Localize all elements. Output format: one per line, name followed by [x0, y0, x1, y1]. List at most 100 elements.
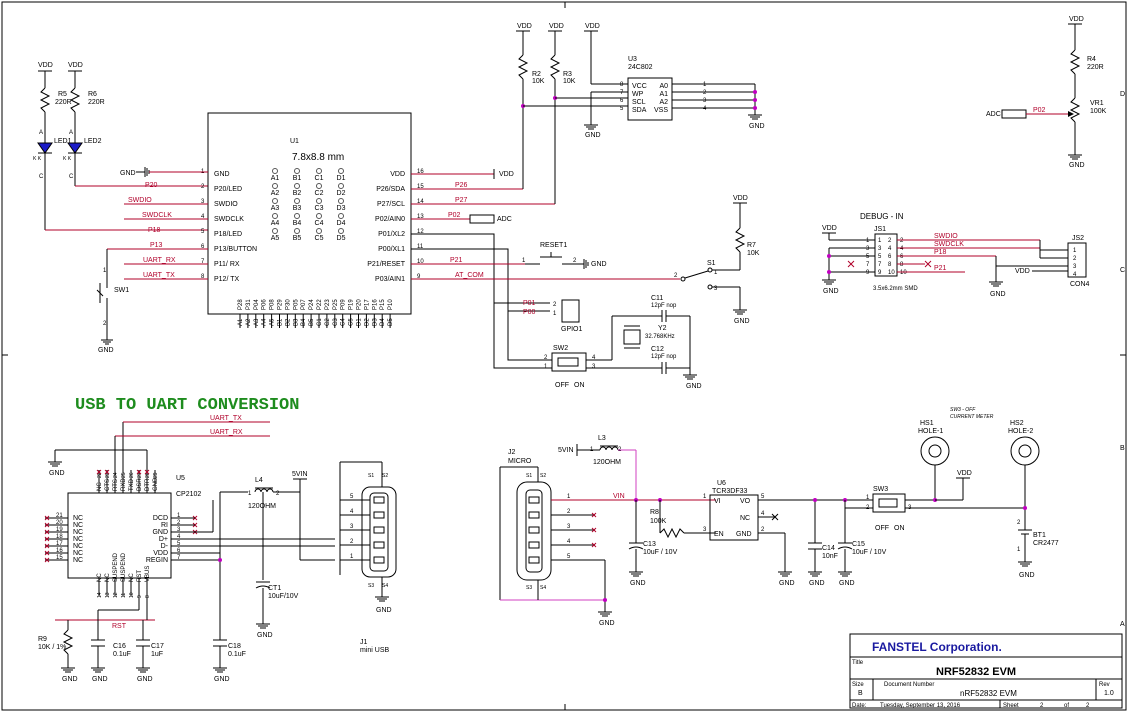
hs2-ref: HS2: [1010, 420, 1024, 427]
u1-bottom-name-P16: P16: [372, 299, 378, 310]
u1-pin-6-name: P13/BUTTON: [214, 246, 257, 253]
s1-p2: 2: [674, 273, 678, 279]
js1-inner-1: 1: [878, 238, 882, 244]
u1-pin-3-num: 3: [201, 199, 205, 205]
c18-gnd: GND: [214, 676, 230, 683]
u1-bottom-pin-A1: A1: [238, 318, 244, 326]
s1-p1: 1: [714, 270, 718, 276]
l4-p2: 2: [276, 491, 280, 497]
net-p01: P01: [523, 300, 536, 307]
u1-ball-B1: B1: [293, 175, 302, 182]
js2-con4: CON4: [1070, 281, 1090, 288]
u5-pin-10-num: 10: [129, 592, 135, 598]
r8-ref: R8: [650, 509, 659, 516]
c17-ref: C17: [151, 643, 164, 650]
js1-net-p18: P18: [934, 249, 947, 256]
u1-bottom-pin-A3: A3: [254, 318, 260, 326]
sheet-label: Sheet: [1003, 703, 1019, 709]
u1-pin-1-name: GND: [214, 171, 230, 178]
u1-bottom-name-P08: P08: [270, 299, 276, 310]
led2-diode-icon: [67, 142, 83, 154]
r5-ref: R5: [58, 91, 67, 98]
js1-pin-3: 3: [866, 246, 870, 252]
u1-pin-5-num: 5: [201, 229, 205, 235]
u3-pinnum-4: 4: [703, 106, 707, 112]
u1-vdd-label: VDD: [499, 171, 514, 178]
l4-ct1: L4 1 2 120OHM 5VIN CT1 10uF/10V GND: [248, 471, 335, 639]
js2-gnd: GND: [990, 291, 1006, 298]
c15-gnd: GND: [839, 580, 855, 587]
r4-vdd: VDD: [1069, 16, 1084, 23]
u5-pin-19-name: NC: [73, 529, 83, 536]
u1-bottom-name-P24: P24: [309, 299, 315, 310]
j2-ref: J2: [508, 449, 516, 456]
u5-pin-3-name: GND: [152, 529, 168, 536]
u5-pin-23-num: 23: [105, 472, 111, 478]
s1-p3: 3: [714, 286, 718, 292]
u1-adc-label: ADC: [497, 216, 512, 223]
u5-pin-21-num: 21: [56, 513, 63, 519]
j1-body: [361, 486, 397, 578]
reset-button: RESET1 1 2 GND: [522, 242, 607, 269]
u3-pin-SDA: SDA: [632, 107, 647, 114]
u1-bottom-pin-A5: A5: [270, 318, 276, 326]
u5-pin-11-num: 11: [121, 593, 127, 598]
u5-pin-20-num: 20: [56, 520, 63, 526]
title-company: FANSTEL Corporation.: [872, 640, 1002, 654]
js1-pin-1: 1: [866, 238, 870, 244]
u5-pin-9-name: RST: [137, 570, 143, 582]
sw2-p2: 2: [544, 355, 548, 361]
sw3-p1: 1: [866, 495, 870, 501]
u5-pin-15-num: 15: [56, 555, 63, 561]
date-label: Date:: [852, 703, 867, 709]
js1-pin-5: 5: [866, 254, 870, 260]
ct1-ref: CT1: [268, 585, 281, 592]
bt1-ref: BT1: [1033, 532, 1046, 539]
sw1-switch: 1 2 SW1 GND: [96, 249, 129, 354]
docnum-label: Document Number: [884, 682, 934, 688]
u1-ball-C2: C2: [315, 190, 324, 197]
sw3-vdd: VDD: [957, 470, 972, 477]
u5-pin-21-name: NC: [73, 515, 83, 522]
u1-ball-C4: C4: [315, 220, 324, 227]
crystal-section: GPIO1 2 1 C11 12pF nop Y2 32.768KHz C12 …: [493, 295, 702, 390]
u5-top-gnd: GND: [49, 470, 65, 477]
js1-inner-6: 6: [888, 254, 892, 260]
net-at-com: AT_COM: [455, 272, 484, 279]
js1-pin-8: 8: [900, 262, 904, 268]
r3-vdd: VDD: [549, 23, 564, 30]
ct1-gnd: GND: [257, 632, 273, 639]
u1-pin-16-num: 16: [417, 169, 424, 175]
sw3-ref: SW3: [873, 486, 888, 493]
u1-body: [207, 112, 412, 315]
u1-pin-13-num: 13: [417, 214, 424, 220]
js1-net-p21: P21: [934, 265, 947, 272]
js1-gnd: GND: [823, 288, 839, 295]
r7-val: 10K: [747, 250, 760, 257]
title-block: FANSTEL Corporation. Title NRF52832 EVM …: [849, 633, 1123, 709]
date-value: Tuesday, September 13, 2016: [880, 703, 961, 709]
bt1-val: CR2477: [1033, 540, 1059, 547]
hs1-icon: [920, 436, 950, 466]
u6-nc: NC: [740, 515, 750, 522]
u1-ball-A2: A2: [271, 190, 280, 197]
u6-part: TCR3DF33: [712, 488, 748, 495]
battery-section: SW3 1 2 3 OFF ON SW3 - OFF CURRENT METER…: [844, 407, 1059, 579]
u1-ball-B3: B3: [293, 205, 302, 212]
u3-pin-A1: A1: [659, 91, 668, 98]
u5-pin-11-name: SUSPEND: [121, 552, 127, 582]
u3-pin-A0: A0: [659, 83, 668, 90]
l4-ref: L4: [255, 477, 263, 484]
led1-kk: K K: [33, 156, 42, 162]
sheet-value: 2: [1040, 703, 1044, 709]
u5-pin-7-name: REGIN: [146, 557, 168, 564]
js2-p1: 1: [1073, 248, 1077, 254]
js1-inner-7: 7: [878, 262, 882, 268]
u1-ball-A3: A3: [271, 205, 280, 212]
u1-ball-D4: D4: [337, 220, 346, 227]
u1-ball-C3: C3: [315, 205, 324, 212]
rev-value: 1.0: [1104, 690, 1114, 697]
vdd-label-led2: VDD: [68, 62, 83, 69]
